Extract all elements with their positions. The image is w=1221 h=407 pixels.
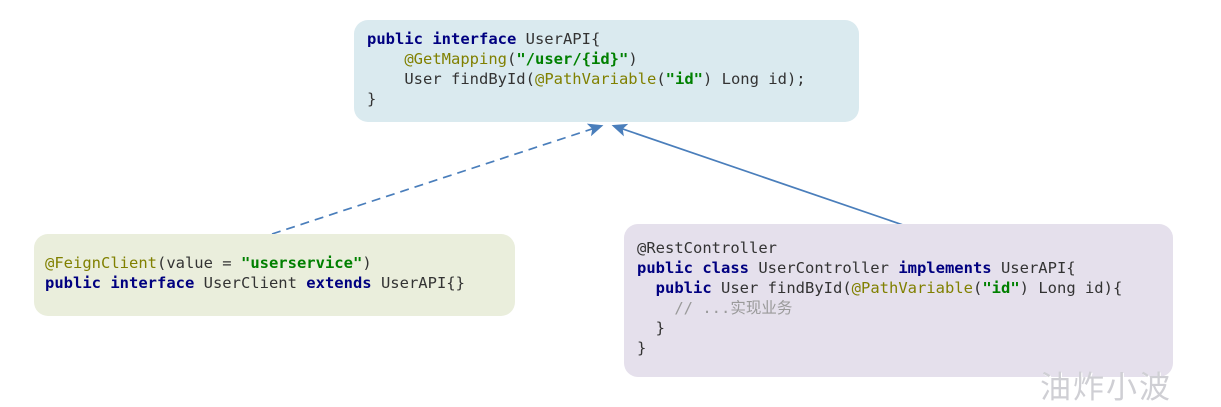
code-token-pln: ) Long id); <box>702 70 806 88</box>
code-line: public interface UserClient extends User… <box>45 273 515 293</box>
code-line: public interface UserAPI{ <box>367 29 859 49</box>
connector-controller-implements-api <box>611 123 907 227</box>
code-token-pln: } <box>637 319 665 337</box>
code-token-pln: UserAPI{} <box>380 274 465 292</box>
code-token-pln: ) <box>628 50 638 68</box>
code-token-kw: public <box>655 279 721 297</box>
code-token-pln: ( <box>972 279 983 297</box>
code-token-pln: } <box>367 90 377 108</box>
code-line: @FeignClient(value = "userservice") <box>45 253 515 273</box>
code-line: User findById(@PathVariable("id") Long i… <box>367 69 859 89</box>
code-token-ann: @PathVariable <box>851 279 973 297</box>
code-token-pln <box>367 50 404 68</box>
code-token-kw: public interface <box>367 30 526 48</box>
code-line: @GetMapping("/user/{id}") <box>367 49 859 69</box>
code-token-pln: UserAPI{ <box>525 30 601 48</box>
code-token-pln: (value = <box>156 254 241 272</box>
code-line: } <box>637 318 1173 338</box>
code-token-pln: UserController <box>758 259 899 277</box>
code-token-pln: @RestController <box>637 239 777 257</box>
code-token-pln: } <box>637 339 647 357</box>
code-box-user-api: public interface UserAPI{ @GetMapping("/… <box>354 20 859 122</box>
code-token-ann: @FeignClient <box>45 254 157 272</box>
code-token-pln: ( <box>506 50 517 68</box>
code-token-pln: UserAPI{ <box>1000 259 1076 277</box>
code-token-kw: extends <box>306 274 381 292</box>
code-token-pln: User findById( <box>367 70 535 88</box>
code-token-kw: implements <box>898 259 1001 277</box>
code-token-pln: UserClient <box>203 274 307 292</box>
code-token-str: "/user/{id}" <box>516 50 629 68</box>
code-token-cmt: // ...实现业务 <box>674 299 793 317</box>
code-token-pln <box>637 279 656 297</box>
code-token-pln: ) Long id){ <box>1019 279 1123 297</box>
code-token-pln: ( <box>656 70 666 88</box>
code-token-ann: @PathVariable <box>534 70 657 88</box>
code-line: } <box>367 89 859 109</box>
code-token-str: "id" <box>982 279 1020 297</box>
code-token-pln <box>637 299 674 317</box>
code-token-ann: @GetMapping <box>404 50 507 68</box>
code-line: public class UserController implements U… <box>637 258 1173 278</box>
code-token-str: "userservice" <box>240 254 363 272</box>
code-line: public User findById(@PathVariable("id")… <box>637 278 1173 298</box>
code-line: // ...实现业务 <box>637 298 1173 318</box>
code-block-user-client: @FeignClient(value = "userservice")publi… <box>34 234 515 293</box>
code-token-str: "id" <box>665 70 703 88</box>
code-token-kw: public class <box>637 259 759 277</box>
code-line: } <box>637 338 1173 358</box>
code-line: @RestController <box>637 238 1173 258</box>
code-box-user-client: @FeignClient(value = "userservice")publi… <box>34 234 515 316</box>
connector-client-extends-api <box>271 123 604 235</box>
code-block-user-api: public interface UserAPI{ @GetMapping("/… <box>354 20 859 109</box>
watermark: 油炸小波 <box>1040 370 1172 406</box>
code-token-kw: public interface <box>45 274 204 292</box>
code-token-pln: User findById( <box>721 279 852 297</box>
code-token-pln: ) <box>362 254 372 272</box>
